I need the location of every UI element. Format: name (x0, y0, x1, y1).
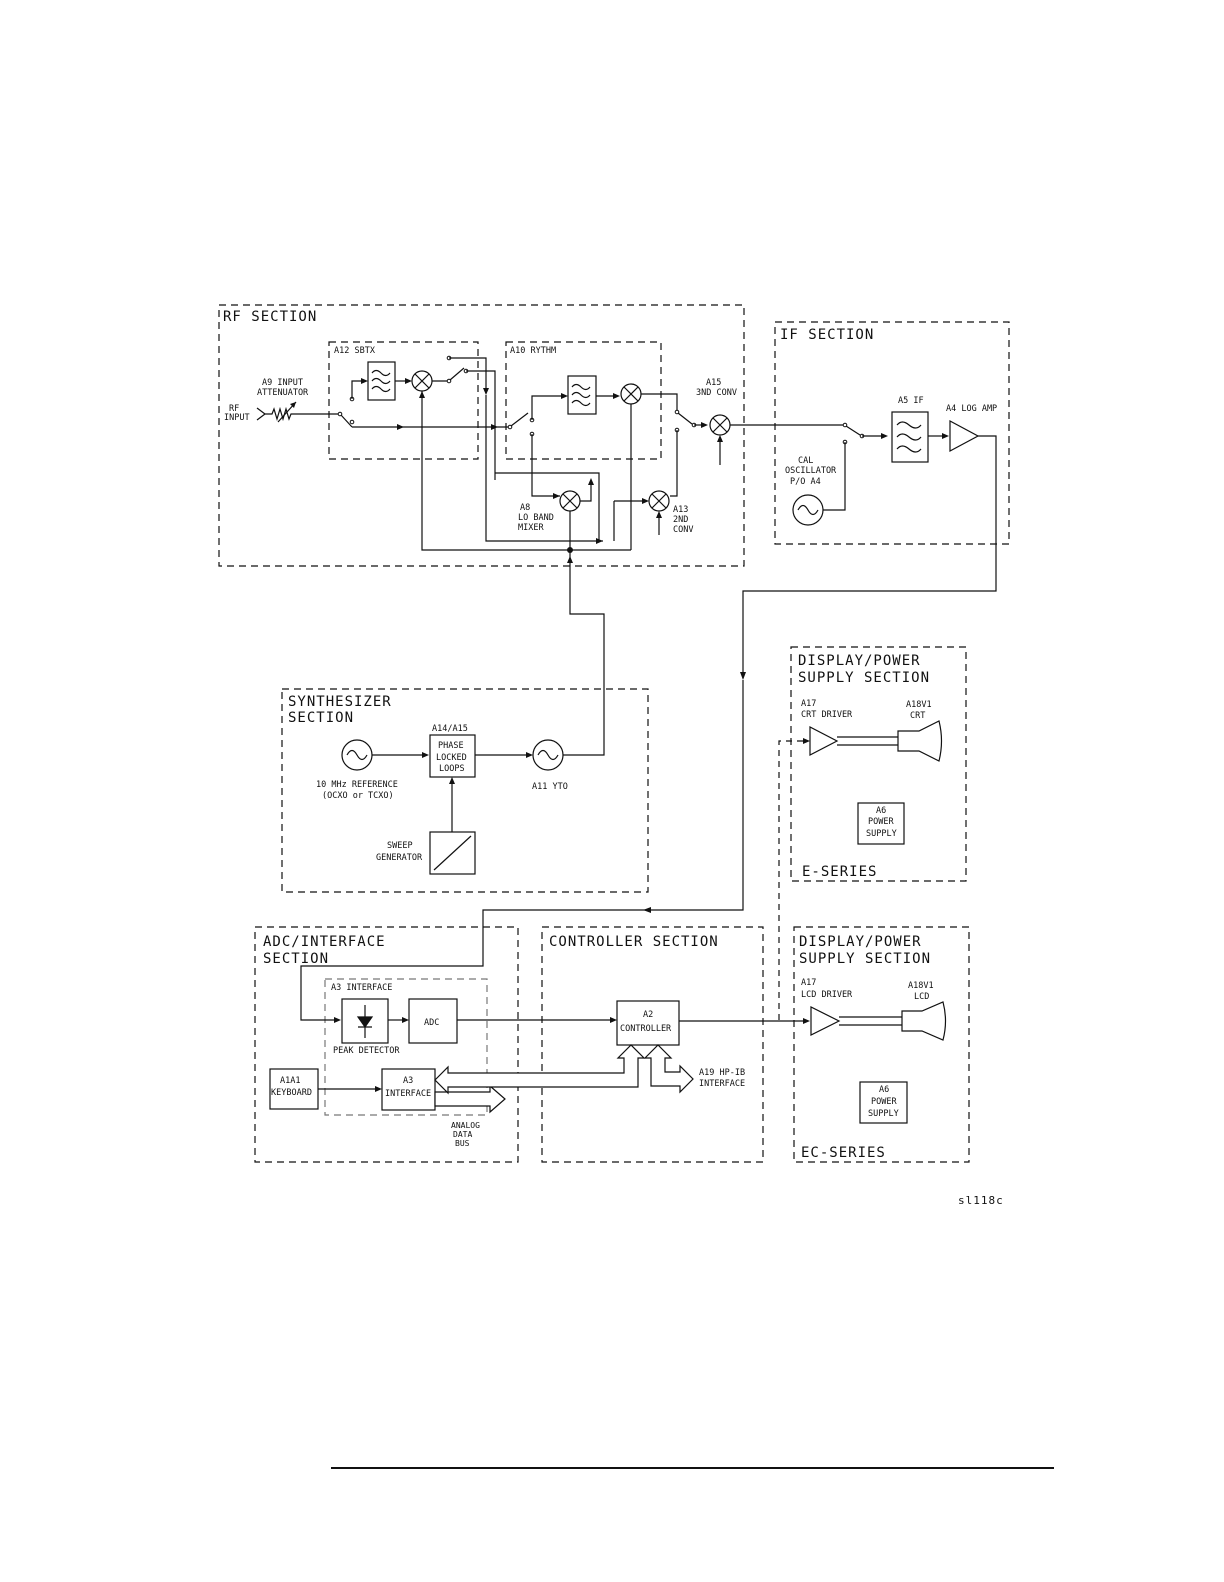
hpib-label-1: A19 HP-IB (699, 1068, 745, 1078)
display-e-title-2: SUPPLY SECTION (798, 670, 930, 686)
a8-label-1: A8 (520, 503, 530, 513)
a10-filter-icon (567, 375, 597, 415)
display-e-series: E-SERIES (802, 864, 877, 880)
if-section-title: IF SECTION (780, 327, 874, 343)
rf-section-border (218, 304, 745, 567)
lcd-driver-icon (810, 1006, 841, 1036)
adc-block (408, 998, 458, 1044)
e-ps-label-3: SUPPLY (866, 829, 897, 839)
a10-label: A10 RYTHM (510, 346, 556, 356)
e-ps-label-1: A6 (876, 806, 886, 816)
crt-driver-icon (809, 726, 839, 756)
bus-label-3: BUS (455, 1139, 470, 1148)
e-a17-label-1: A17 (801, 699, 816, 709)
a14-label: A14/A15 (432, 724, 468, 734)
synthesizer-section-title-1: SYNTHESIZER (288, 694, 392, 710)
a15-label-2: 3ND CONV (696, 388, 737, 398)
bus-label-2: DATA (453, 1130, 472, 1139)
sweep-label-2: GENERATOR (376, 853, 423, 863)
ec-ps-label-2: POWER (871, 1097, 897, 1107)
a2-controller-block (616, 1000, 680, 1046)
a3-interface-block (381, 1068, 436, 1111)
a13-label-1: A13 (673, 505, 688, 515)
cal-osc-label-3: P/O A4 (790, 477, 821, 487)
keyboard-block (269, 1068, 319, 1110)
a5-if-filter-icon (891, 411, 929, 463)
lcd-display-icon (901, 1001, 947, 1041)
display-ec-title-2: SUPPLY SECTION (799, 951, 931, 967)
reference-label-1: 10 MHz REFERENCE (316, 780, 398, 790)
e-ps-label-2: POWER (868, 817, 894, 827)
display-ec-series: EC-SERIES (801, 1145, 886, 1161)
adc-label: ADC (424, 1018, 439, 1028)
ec-a17-label-2: LCD DRIVER (801, 990, 853, 1000)
hpib-bus-arrow (643, 1044, 694, 1094)
yto-label: A11 YTO (532, 782, 568, 792)
a12-label: A12 SBTX (334, 346, 376, 356)
rf-section-title: RF SECTION (223, 309, 317, 325)
adc-section-title-1: ADC/INTERFACE (263, 934, 386, 950)
a3-interface-label: A3 INTERFACE (331, 983, 392, 993)
keyboard-label-2: KEYBOARD (271, 1088, 312, 1098)
figure-id: sl118c (958, 1194, 1004, 1207)
ec-a18-label-1: A18V1 (908, 981, 934, 991)
display-ec-section-border (793, 926, 970, 1163)
adc-interface-section-border (254, 926, 519, 1163)
e-a18-label-2: CRT (910, 711, 925, 721)
analog-data-bus-arrow (434, 1084, 506, 1114)
rf-input-label-2: INPUT (224, 413, 250, 423)
a4-log-amp-icon (949, 419, 980, 453)
input-attenuator-icon (265, 406, 340, 422)
a10-rythm-border (505, 341, 662, 460)
controller-label-2: CONTROLLER (620, 1024, 672, 1034)
reference-label-2: (OCXO or TCXO) (322, 791, 394, 801)
bus-label-1: ANALOG (451, 1121, 480, 1130)
controller-section-title: CONTROLLER SECTION (549, 934, 719, 950)
e-power-supply-block (857, 802, 905, 845)
a4-label: A4 LOG AMP (946, 404, 997, 414)
display-e-title-1: DISPLAY/POWER (798, 653, 921, 669)
ec-a17-label-1: A17 (801, 978, 816, 988)
hpib-label-2: INTERFACE (699, 1079, 745, 1089)
pll-block (429, 734, 476, 778)
a13-label-3: CONV (673, 525, 693, 535)
display-e-section-border (790, 646, 967, 882)
crt-tube-icon (897, 720, 943, 762)
synthesizer-section-border (281, 688, 649, 893)
controller-section-border (541, 926, 764, 1163)
data-bus-arrow (434, 1044, 646, 1095)
keyboard-label-1: A1A1 (280, 1076, 300, 1086)
pll-label-2: LOCKED (436, 753, 467, 763)
peak-detector-label: PEAK DETECTOR (333, 1046, 400, 1056)
a3-block-label-2: INTERFACE (385, 1089, 431, 1099)
pll-label-3: LOOPS (439, 764, 465, 774)
synthesizer-section-title-2: SECTION (288, 710, 354, 726)
a8-label-3: MIXER (518, 523, 544, 533)
cal-osc-label-1: CAL (798, 456, 813, 466)
a8-label-2: LO BAND (518, 513, 554, 523)
a5-label: A5 IF (898, 396, 924, 406)
a15-label-1: A15 (706, 378, 721, 388)
ec-power-supply-block (859, 1081, 908, 1124)
controller-label-1: A2 (643, 1010, 653, 1020)
e-a18-label-1: A18V1 (906, 700, 932, 710)
display-ec-title-1: DISPLAY/POWER (799, 934, 922, 950)
pll-label-1: PHASE (438, 741, 464, 751)
ec-ps-label-1: A6 (879, 1085, 889, 1095)
a12-sbtx-border (328, 341, 479, 460)
ec-a18-label-2: LCD (914, 992, 929, 1002)
a9-label-1: A9 INPUT (262, 378, 303, 388)
a13-label-2: 2ND (673, 515, 688, 525)
a9-label-2: ATTENUATOR (257, 388, 309, 398)
a3-block-label-1: A3 (403, 1076, 413, 1086)
sweep-label-1: SWEEP (387, 841, 413, 851)
cal-osc-label-2: OSCILLATOR (785, 466, 837, 476)
a3-interface-border (324, 978, 488, 1116)
ec-ps-label-3: SUPPLY (868, 1109, 899, 1119)
rf-input-label-1: RF (229, 404, 239, 414)
adc-section-title-2: SECTION (263, 951, 329, 967)
rf-input-connector-icon (256, 407, 266, 421)
e-a17-label-2: CRT DRIVER (801, 710, 853, 720)
